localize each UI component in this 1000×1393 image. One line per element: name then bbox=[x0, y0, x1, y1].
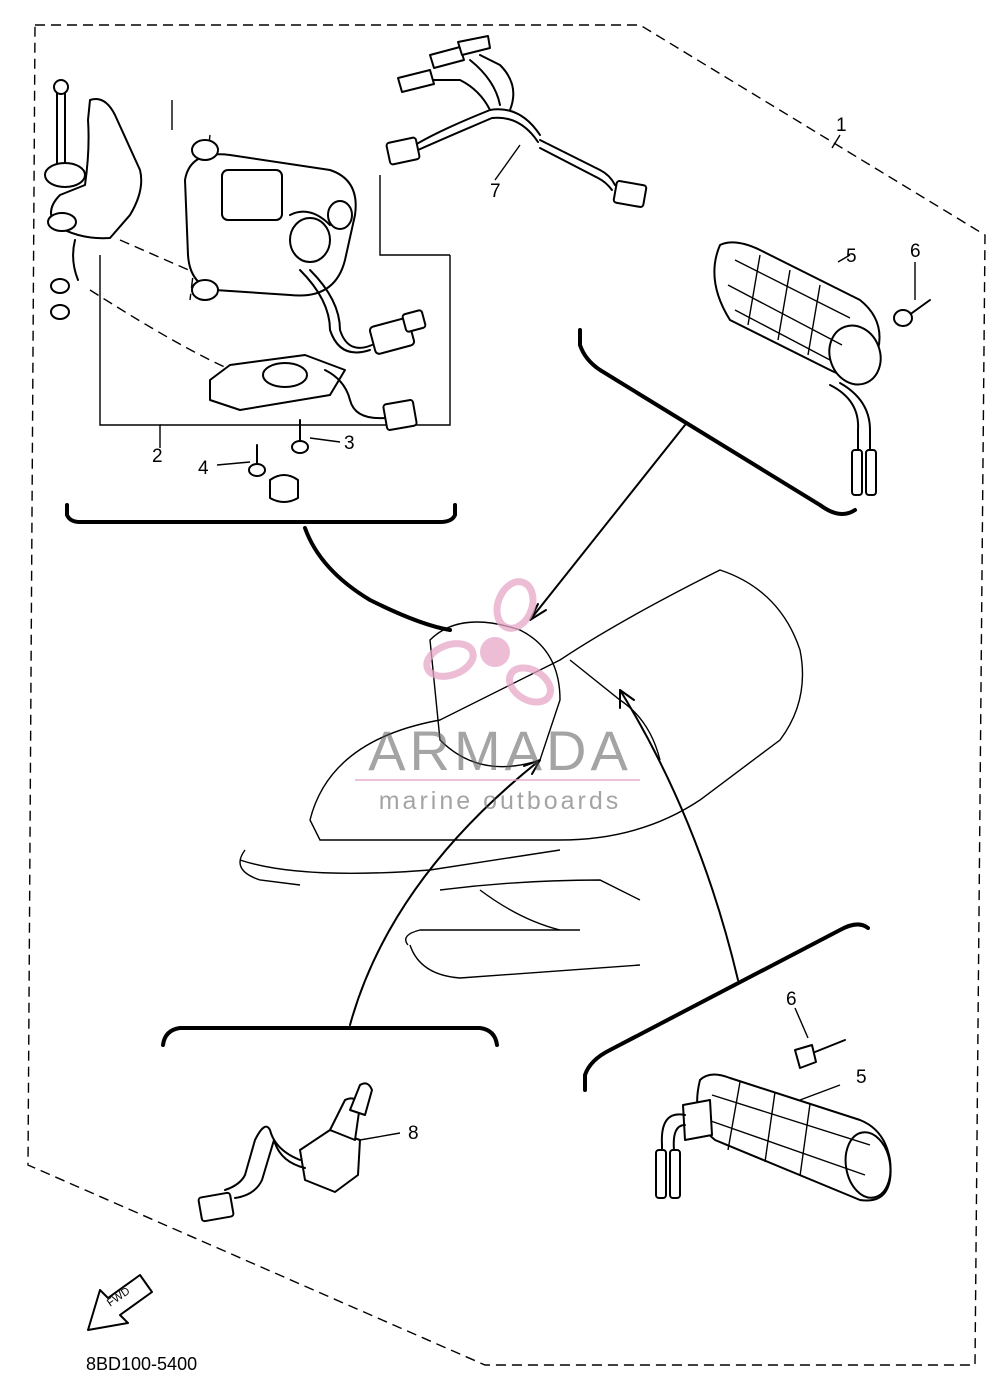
wire-harness bbox=[379, 35, 648, 256]
kit-boundary bbox=[27, 24, 986, 1366]
part-label-2: 2 bbox=[152, 446, 163, 467]
part-label-4: 4 bbox=[198, 458, 209, 479]
grip-screw-top bbox=[893, 262, 931, 327]
part-label-5: 5 bbox=[846, 246, 857, 267]
heated-grip-right bbox=[578, 241, 882, 516]
leader-to-grip-top bbox=[529, 424, 686, 621]
part-label-7: 7 bbox=[490, 181, 501, 202]
part-label-6b: 6 bbox=[786, 989, 797, 1010]
armada-logo-icon bbox=[423, 578, 554, 706]
leader-to-switch bbox=[349, 759, 541, 1026]
part-label-6: 6 bbox=[910, 241, 921, 262]
part-label-3: 3 bbox=[344, 433, 355, 454]
drawing-code: 8BD100-5400 bbox=[86, 1354, 198, 1374]
heated-grip-left bbox=[583, 922, 892, 1202]
leader-to-assembly-2 bbox=[303, 526, 452, 632]
snowmobile-outline bbox=[239, 569, 804, 979]
part-label-5b: 5 bbox=[856, 1067, 867, 1088]
part-label-1: 1 bbox=[836, 115, 847, 136]
watermark-brand: ARMADA bbox=[368, 719, 632, 782]
leader-to-grip-bottom bbox=[619, 689, 739, 981]
switch-housing-assembly bbox=[44, 79, 457, 524]
fwd-arrow-icon bbox=[87, 1274, 153, 1331]
grip-screw-bottom bbox=[794, 1007, 846, 1069]
watermark-tagline: marine outboards bbox=[378, 787, 622, 815]
toggle-switch bbox=[161, 1026, 499, 1223]
part-label-8: 8 bbox=[408, 1123, 419, 1144]
